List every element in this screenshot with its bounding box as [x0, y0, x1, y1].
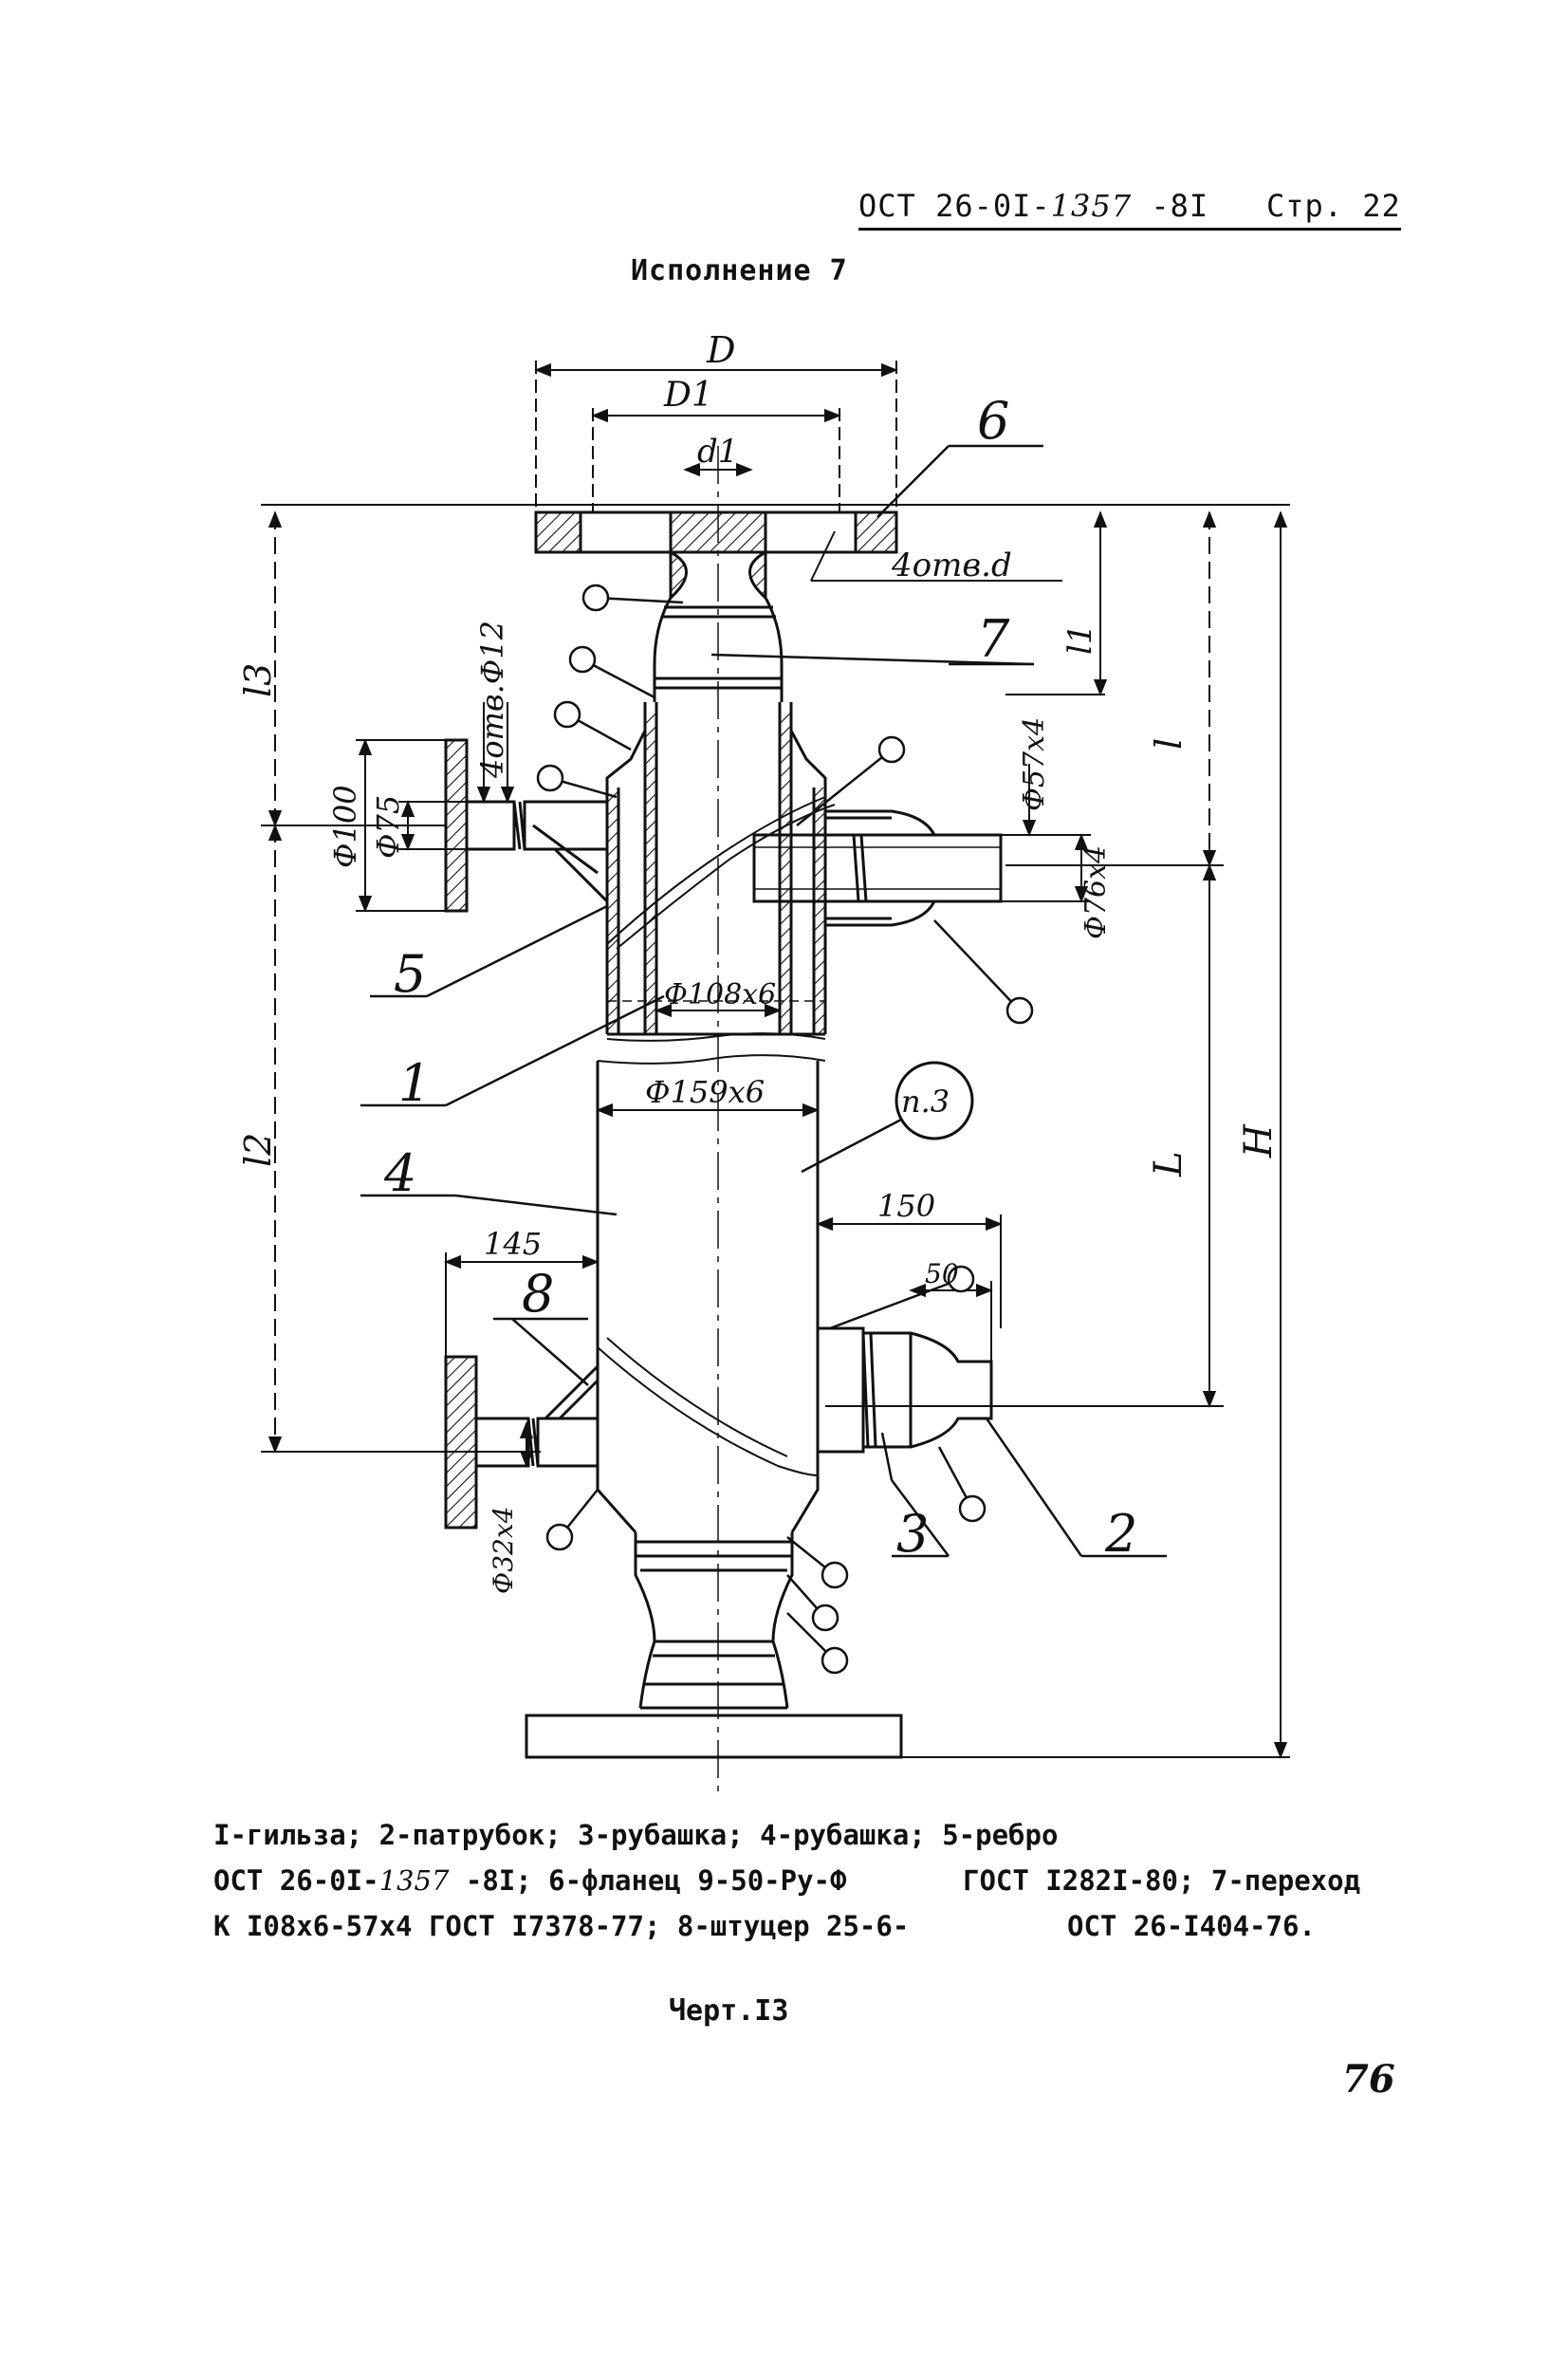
part-label-4: 4 [383, 1143, 416, 1203]
dim-l1: l1 [1061, 623, 1099, 655]
page-number: 76 [1342, 2057, 1395, 2102]
dim-d76x4: Ф76х4 [1079, 845, 1113, 939]
dim-d1: d1 [697, 433, 738, 471]
vessel-outline [444, 446, 1003, 1793]
standard-suffix: -8I [1151, 188, 1209, 224]
dim-holes-d: 4отв.d [891, 547, 1012, 584]
caption-line-2-left-b: -8I; 6-фланец 9-50-Pу-Ф [449, 1864, 847, 1897]
part-label-5: 5 [394, 944, 426, 1004]
sheet-page-label: Стр. 22 [1265, 188, 1401, 224]
dim-d32x4: Ф32х4 [488, 1507, 519, 1594]
dim-145: 145 [484, 1226, 542, 1262]
caption-line-2: ОСТ 26-0I-1357 -8I; 6-фланец 9-50-Pу-Ф ГО… [213, 1858, 1409, 1903]
variant-title: Исполнение 7 [631, 254, 848, 287]
caption-line-3-left: К I08х6-57х4 ГОСТ I7378-77; 8-штуцер 25-… [213, 1910, 910, 1942]
caption-line-2-handwritten: 1357 [378, 1864, 450, 1897]
left-flange [444, 738, 469, 913]
part-label-3: 3 [896, 1504, 929, 1564]
dim-l3: l3 [237, 663, 279, 697]
dim-H: H [1237, 1123, 1281, 1158]
caption-line-1: I-гильза; 2-патрубок; 3-рубашка; 4-рубаш… [213, 1819, 1059, 1851]
dim-d57x4: Ф57х4 [1018, 717, 1051, 811]
caption-line-2-right: ГОСТ I282I-80; 7-переход [963, 1864, 1361, 1897]
caption-line-3-right: ОСТ 26-I404-76. [1067, 1910, 1316, 1942]
parts-caption: I-гильза; 2-патрубок; 3-рубашка; 4-рубаш… [213, 1812, 1409, 1949]
leaders [360, 444, 1167, 1675]
dim-d100: Ф100 [327, 785, 363, 868]
note-reference: п.3 [901, 1084, 950, 1120]
dim-l: l [1148, 738, 1190, 750]
dim-l2: l2 [237, 1133, 279, 1167]
dim-L: L [1147, 1151, 1190, 1177]
dim-d108x6: Ф108х6 [664, 978, 776, 1011]
dimension-lines [261, 361, 1290, 1759]
dim-D: D [706, 329, 735, 371]
dim-50: 50 [925, 1258, 959, 1289]
caption-line-2-left-a: ОСТ 26-0I- [213, 1864, 379, 1897]
part-label-1: 1 [398, 1053, 431, 1113]
part-label-6: 6 [977, 391, 1009, 451]
dim-holes-12: 4отв.Ф12 [474, 621, 510, 779]
part-label-7: 7 [977, 609, 1010, 669]
document-header: ОСТ 26-0I-1357 -8I Стр. 22 [858, 188, 1401, 231]
drawing-number: Черт.I3 [669, 1994, 789, 2028]
dimension-texts: D D1 d1 4отв.d 4отв.Ф12 Ф100 Ф75 Ф57х4 Ф… [237, 329, 1281, 1594]
part-label-2: 2 [1104, 1504, 1137, 1564]
standard-number-handwritten: 1357 [1050, 188, 1133, 224]
dim-D1: D1 [663, 376, 713, 415]
caption-line-3: К I08х6-57х4 ГОСТ I7378-77; 8-штуцер 25-… [213, 1903, 1409, 1949]
part-label-8: 8 [522, 1264, 554, 1324]
part-labels: 1 2 3 4 5 6 7 8 п.3 [383, 391, 1137, 1564]
dim-d75: Ф75 [370, 795, 406, 859]
dim-150: 150 [877, 1188, 935, 1224]
standard-prefix: ОСТ 26-0I- [858, 188, 1051, 224]
dim-d159x6: Ф159х6 [645, 1074, 765, 1110]
